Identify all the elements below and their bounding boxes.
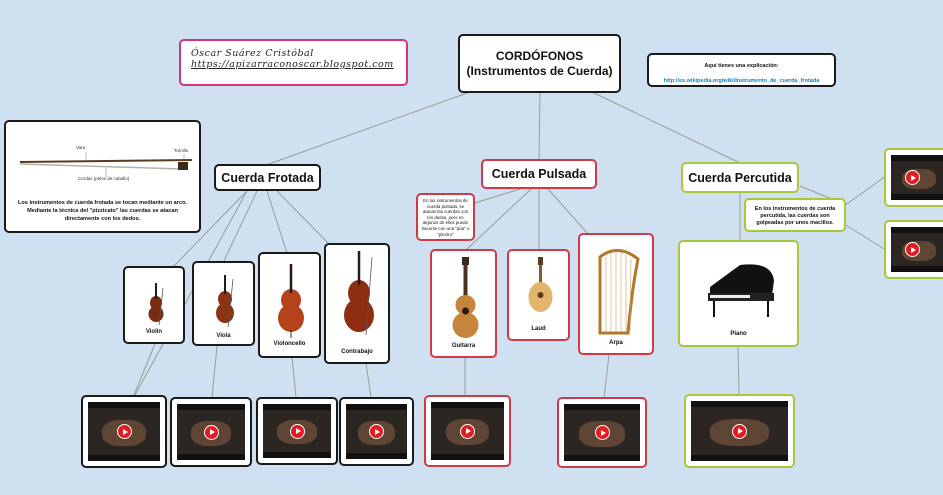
label-contrabajo: Contrabajo [341,349,373,355]
video-violin[interactable] [81,395,167,468]
play-icon[interactable] [904,242,920,257]
label-piano: Piano [730,331,747,337]
video-percutida-2[interactable] [884,220,943,279]
play-icon[interactable] [594,425,610,440]
bow-label-tornillo: Tornillo [174,148,189,153]
branch-frotada[interactable]: Cuerda Frotada [214,164,321,191]
label-viola: Viola [216,333,231,339]
harp-icon [598,249,640,335]
explanation-label: Aquí tienes una explicación: [704,63,779,69]
violin-icon [148,283,164,326]
play-icon[interactable] [732,423,747,439]
instrument-guitarra[interactable]: Guitarra [430,249,497,358]
instrument-violin[interactable]: Violín [123,266,185,344]
double-bass-icon [344,251,374,336]
label-violonchelo: Violoncello [273,341,306,347]
video-piano[interactable] [684,394,795,468]
bow-note-text: Los instrumentos de cuerda frotada se to… [17,200,188,222]
branch-percutida[interactable]: Cuerda Percutida [681,162,799,193]
label-violin: Violín [145,329,163,335]
instrument-violonchelo[interactable]: Violoncello [258,252,321,358]
root-title: CORDÓFONOS [495,48,584,63]
video-violonchelo[interactable] [256,397,338,465]
play-icon[interactable] [203,424,219,440]
video-contrabajo[interactable] [339,397,414,466]
play-icon[interactable] [116,424,132,439]
play-icon[interactable] [460,423,475,439]
label-arpa: Arpa [609,340,623,346]
instrument-piano[interactable]: Piano [678,240,799,347]
instrument-viola[interactable]: Viola [192,261,255,346]
cello-icon [278,264,304,338]
root-subtitle: (Instrumentos de Cuerda) [466,63,613,78]
viola-icon [216,275,234,328]
author-url[interactable]: https://apizarraconoscar.blogspot.com [191,59,394,70]
explanation-link[interactable]: http://es.wikipedia.org/wiki/Instrumento… [663,78,820,84]
piano-icon [708,264,774,317]
bow-label-vara: Vara [76,145,86,150]
bow-label-cerdas: Cerdas (pelos de caballo) [78,176,130,181]
instrument-contrabajo[interactable]: Contrabajo [324,243,390,364]
play-icon[interactable] [904,170,920,185]
play-icon[interactable] [289,423,305,439]
video-viola[interactable] [170,397,252,467]
video-arpa[interactable] [557,397,647,468]
author-name: Óscar Suárez Cristóbal [191,48,314,59]
guitar-icon [452,257,479,338]
label-guitarra: Guitarra [451,343,476,349]
bow-note-node[interactable]: Vara Tornillo Cerdas (pelos de caballo) … [4,120,201,233]
video-guitarra[interactable] [424,395,511,467]
lute-icon [528,257,553,312]
author-node[interactable]: Óscar Suárez Cristóbal https://apizarrac… [179,39,408,86]
play-icon[interactable] [369,424,384,439]
percutida-note: En los instrumentos de cuerda percutida,… [744,198,846,232]
instrument-arpa[interactable]: Arpa [578,233,654,355]
explanation-node[interactable]: Aquí tienes una explicación: http://es.w… [647,53,836,87]
root-node[interactable]: CORDÓFONOS (Instrumentos de Cuerda) [458,34,621,93]
instrument-laud[interactable]: Laud [507,249,570,341]
pulsada-note: En los instrumentos de cuerda pulsada, s… [416,193,475,241]
bow-image [19,152,193,177]
video-percutida-1[interactable] [884,148,943,207]
branch-pulsada[interactable]: Cuerda Pulsada [481,159,597,189]
label-laud: Laud [531,326,546,332]
